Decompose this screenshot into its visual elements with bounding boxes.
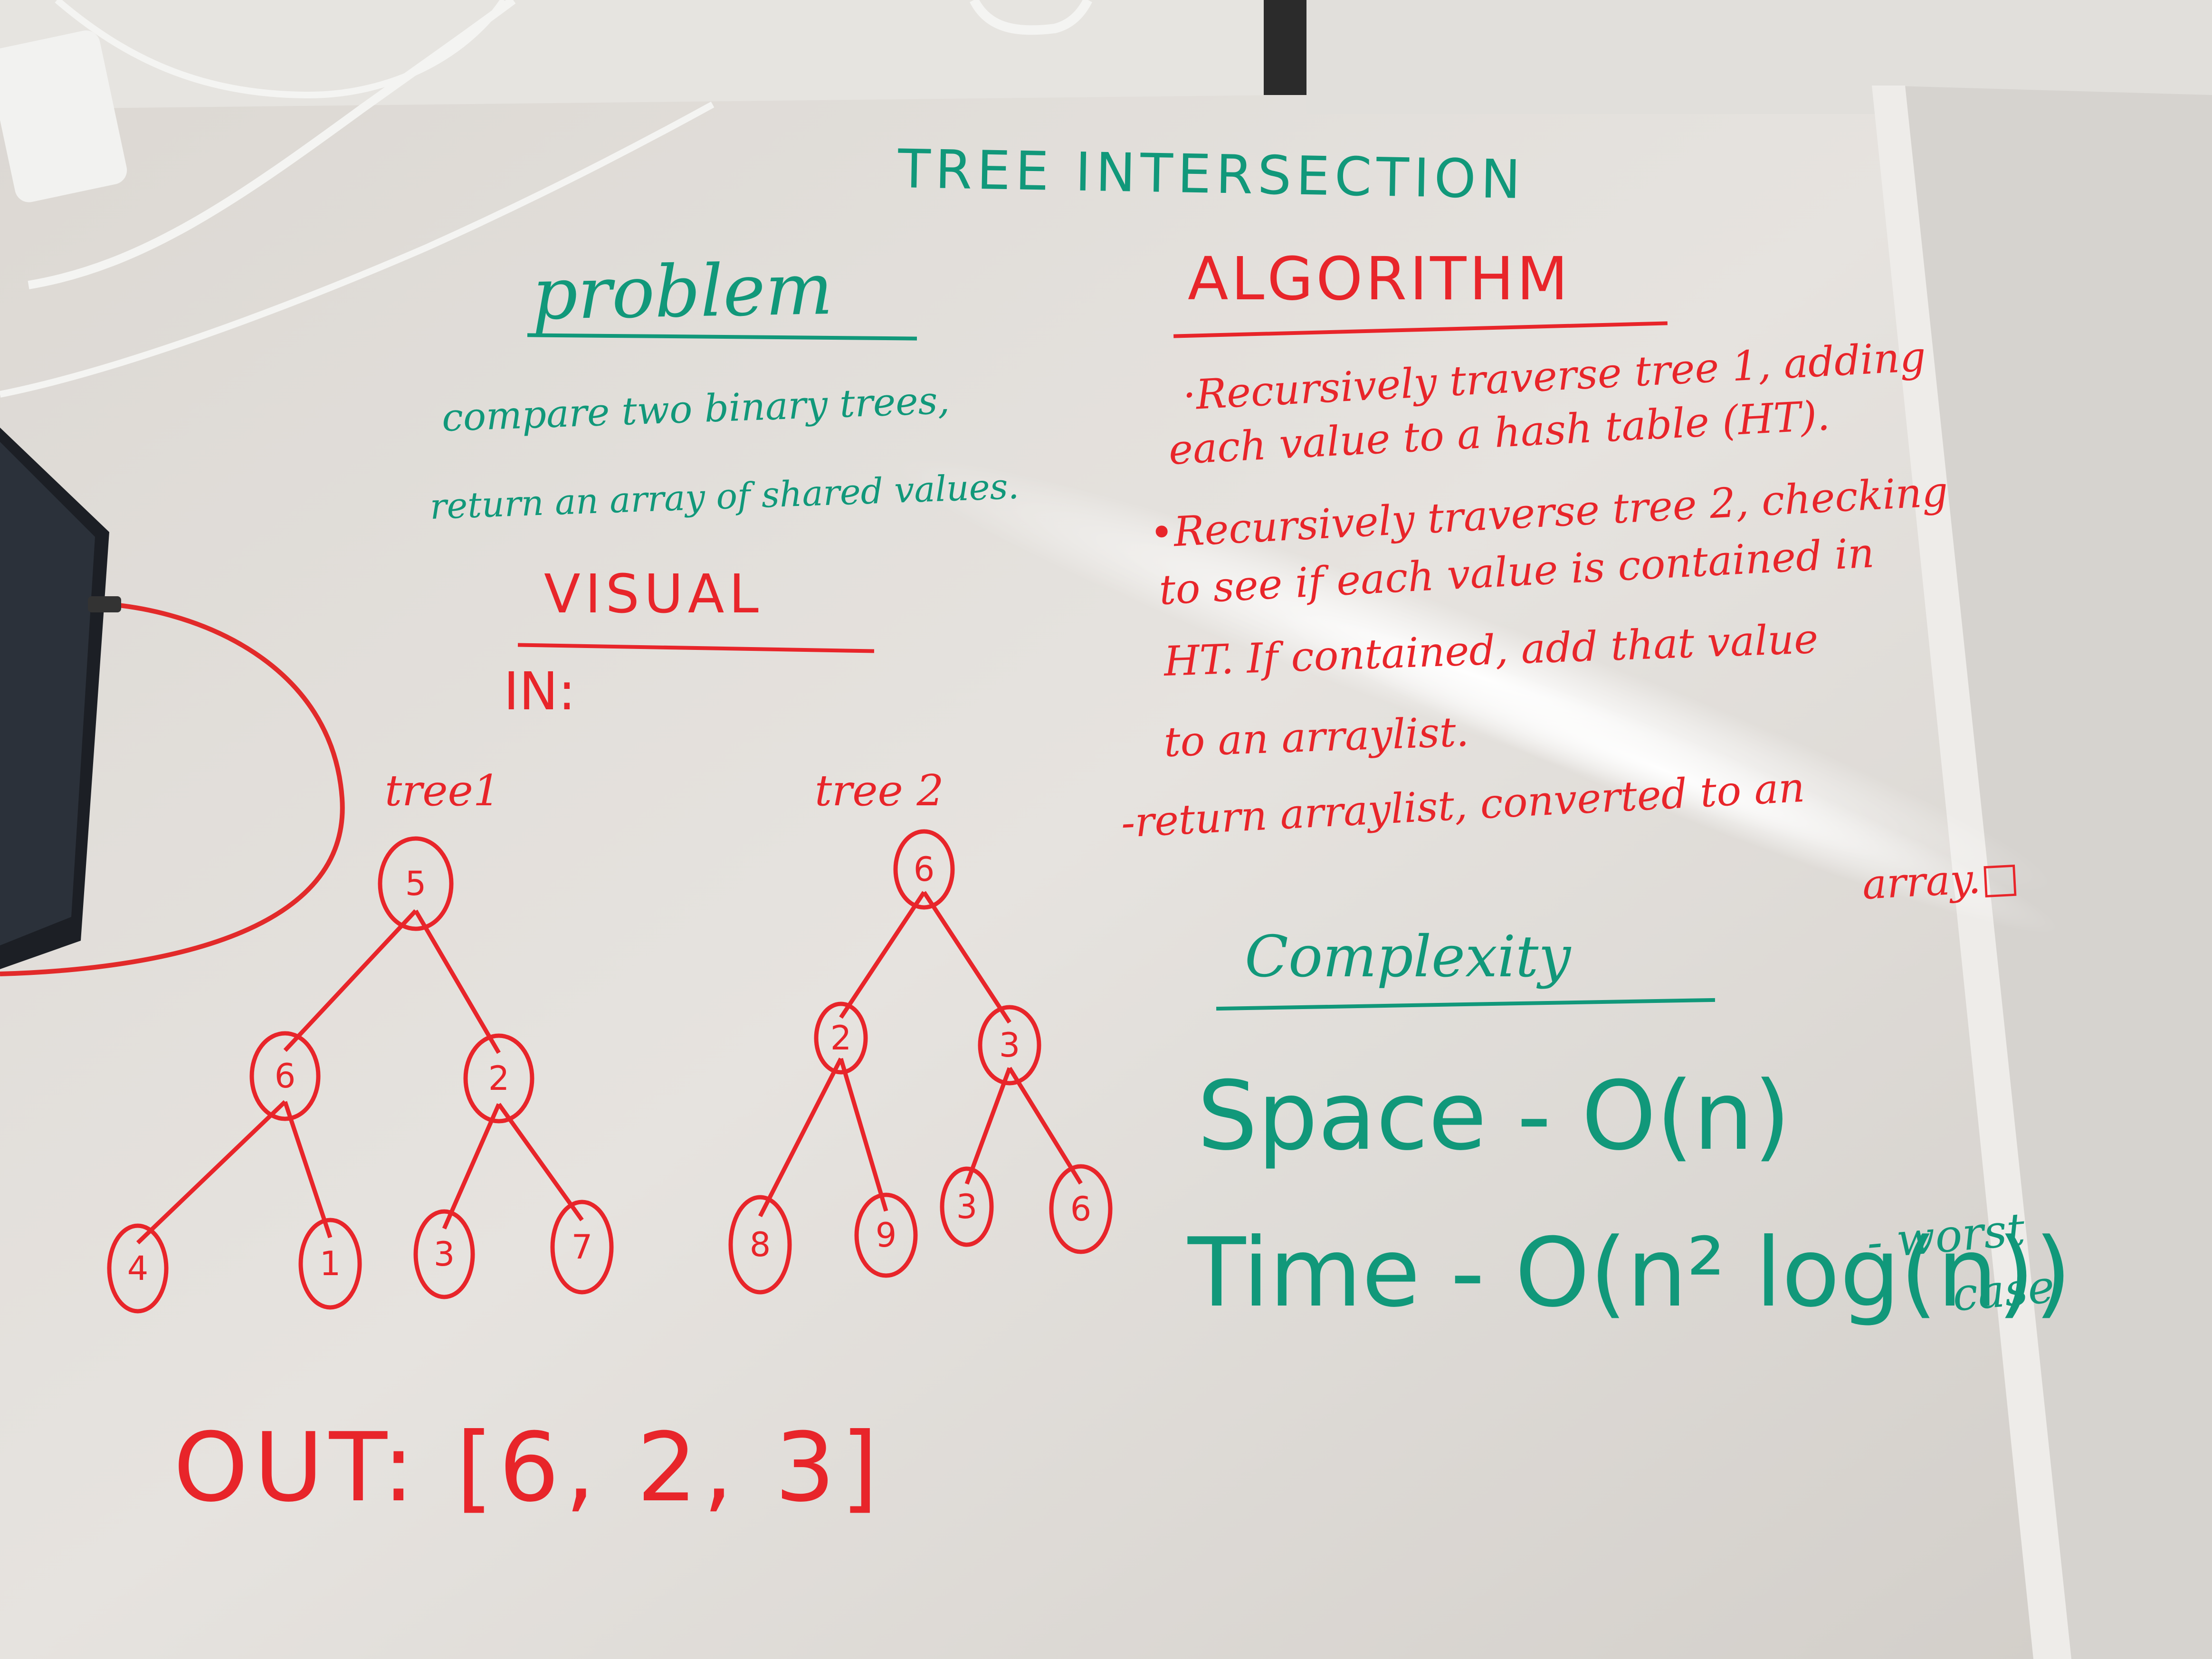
time-complexity: Time - O(n² log(n)) <box>1188 1218 2072 1328</box>
tree1-node: 7 <box>550 1200 614 1295</box>
tree2-edge <box>758 1058 843 1218</box>
tree1-node-circle <box>378 836 454 931</box>
visual-heading: VISUAL <box>544 563 763 625</box>
tree2-node-value: 2 <box>830 1019 852 1058</box>
tree2-node-value: 3 <box>956 1187 978 1226</box>
input-label: IN: <box>504 661 576 722</box>
tree2-node: 8 <box>728 1195 792 1295</box>
tree2-node-circle <box>1049 1164 1113 1254</box>
tree1-node-circle <box>550 1200 614 1295</box>
tree2-node: 6 <box>893 829 955 910</box>
time-note-case: case <box>1950 1260 2057 1322</box>
tree2-edge <box>964 1067 1012 1185</box>
tree1-node-value: 6 <box>275 1057 296 1096</box>
tree2-node: 2 <box>814 1001 868 1075</box>
tree2-node-value: 3 <box>999 1026 1020 1065</box>
tree2-edges <box>758 891 1083 1218</box>
tree1-node: 4 <box>107 1223 169 1314</box>
tree1-edge <box>497 1103 584 1221</box>
tree1-node-value: 3 <box>434 1235 455 1274</box>
tree2-node-circle <box>728 1195 792 1295</box>
tree2-node: 3 <box>978 1005 1041 1086</box>
tree2-node: 6 <box>1049 1164 1113 1254</box>
tree2-label: tree 2 <box>815 766 944 816</box>
output-result: OUT: [6, 2, 3] <box>173 1412 884 1523</box>
tree2-edge <box>839 891 926 1019</box>
tree2-node-circle <box>940 1166 994 1247</box>
tree1-node: 5 <box>378 836 454 931</box>
tree1-edge <box>414 909 501 1054</box>
tree2-edge <box>1008 1067 1083 1185</box>
tree1-nodes: 5 6 2 4 1 3 7 <box>107 836 614 1314</box>
tree1-node-value: 4 <box>127 1249 149 1288</box>
tree1-edge <box>283 909 418 1052</box>
tree2-edge <box>839 1058 888 1212</box>
complexity-heading: Complexity <box>1245 924 1571 990</box>
tree1-node-value: 1 <box>320 1244 341 1283</box>
tree1-node: 3 <box>413 1209 475 1299</box>
tree2-node-value: 6 <box>1070 1190 1092 1229</box>
tree1-edges <box>136 909 584 1245</box>
tree2-node-circle <box>854 1192 918 1278</box>
algorithm-heading: ALGORITHM <box>1188 245 1571 314</box>
tree2-node: 9 <box>854 1192 918 1278</box>
tree2-node: 3 <box>940 1166 994 1247</box>
tree1-node-circle <box>107 1223 169 1314</box>
tree2-node-value: 6 <box>914 850 935 889</box>
tree1-node-value: 2 <box>488 1059 510 1098</box>
tree2-node-circle <box>814 1001 868 1075</box>
tree2-node-circle <box>893 829 955 910</box>
tree2-node-value: 9 <box>876 1216 897 1255</box>
tree1-edge <box>136 1100 287 1245</box>
time-note-worst: - worst <box>1865 1203 2027 1269</box>
tree2-edge <box>922 891 1011 1024</box>
tree1-node-circle <box>463 1033 534 1124</box>
tree1-node-circle <box>249 1031 321 1121</box>
tree1-node-value: 5 <box>405 864 427 903</box>
tree2-node-circle <box>978 1005 1041 1086</box>
space-complexity: Space - O(n) <box>1197 1061 1791 1172</box>
tree1-node: 1 <box>298 1218 362 1310</box>
tree1-node-value: 7 <box>572 1228 593 1267</box>
tree2-node-value: 8 <box>750 1225 771 1264</box>
tree1-label: tree1 <box>385 766 500 816</box>
tree1-edge <box>442 1103 501 1230</box>
tree1-node: 2 <box>463 1033 534 1124</box>
tree1-node-circle <box>413 1209 475 1299</box>
tree2-nodes: 6 2 3 8 9 3 6 <box>728 829 1113 1295</box>
tree1-node: 6 <box>249 1031 321 1121</box>
tree1-node-circle <box>298 1218 362 1310</box>
cable-plug <box>88 596 121 612</box>
tree1-edge <box>283 1101 333 1239</box>
